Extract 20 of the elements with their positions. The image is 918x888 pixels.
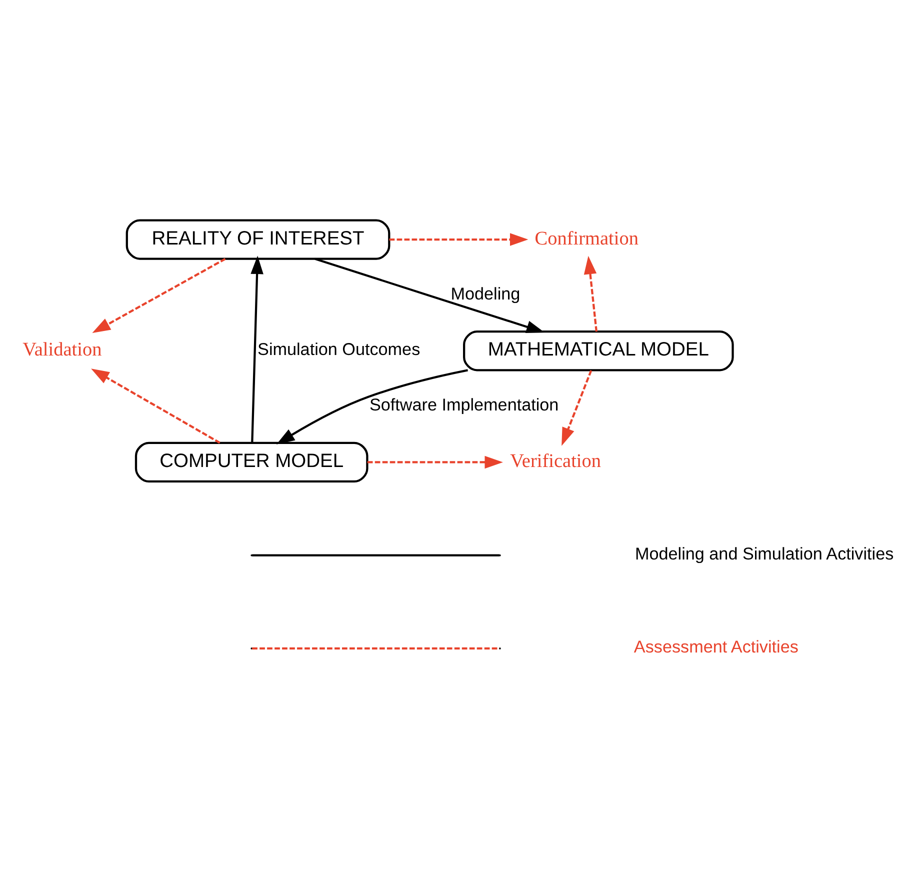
legend-label: Modeling and Simulation Activities xyxy=(634,544,894,564)
node-box: COMPUTER MODEL xyxy=(134,442,368,483)
arrow xyxy=(389,233,528,246)
arrow xyxy=(314,258,545,334)
node-box: MATHEMATICAL MODEL xyxy=(463,330,734,372)
edge-label: Modeling xyxy=(450,284,520,304)
arrow xyxy=(250,256,264,443)
node-box: REALITY OF INTEREST xyxy=(126,219,390,260)
legend-label: Assessment Activities xyxy=(634,638,798,657)
arrow xyxy=(92,258,226,334)
edge-label: Software Implementation xyxy=(369,396,559,415)
node-text: Validation xyxy=(22,340,102,361)
arrow xyxy=(367,456,503,469)
node-text: Verification xyxy=(510,450,602,472)
node-text: Confirmation xyxy=(534,228,639,250)
edge-label: Simulation Outcomes xyxy=(258,340,420,359)
arrow xyxy=(584,256,598,332)
arrow xyxy=(276,369,468,444)
arrow xyxy=(562,370,592,446)
arrow xyxy=(91,368,220,444)
